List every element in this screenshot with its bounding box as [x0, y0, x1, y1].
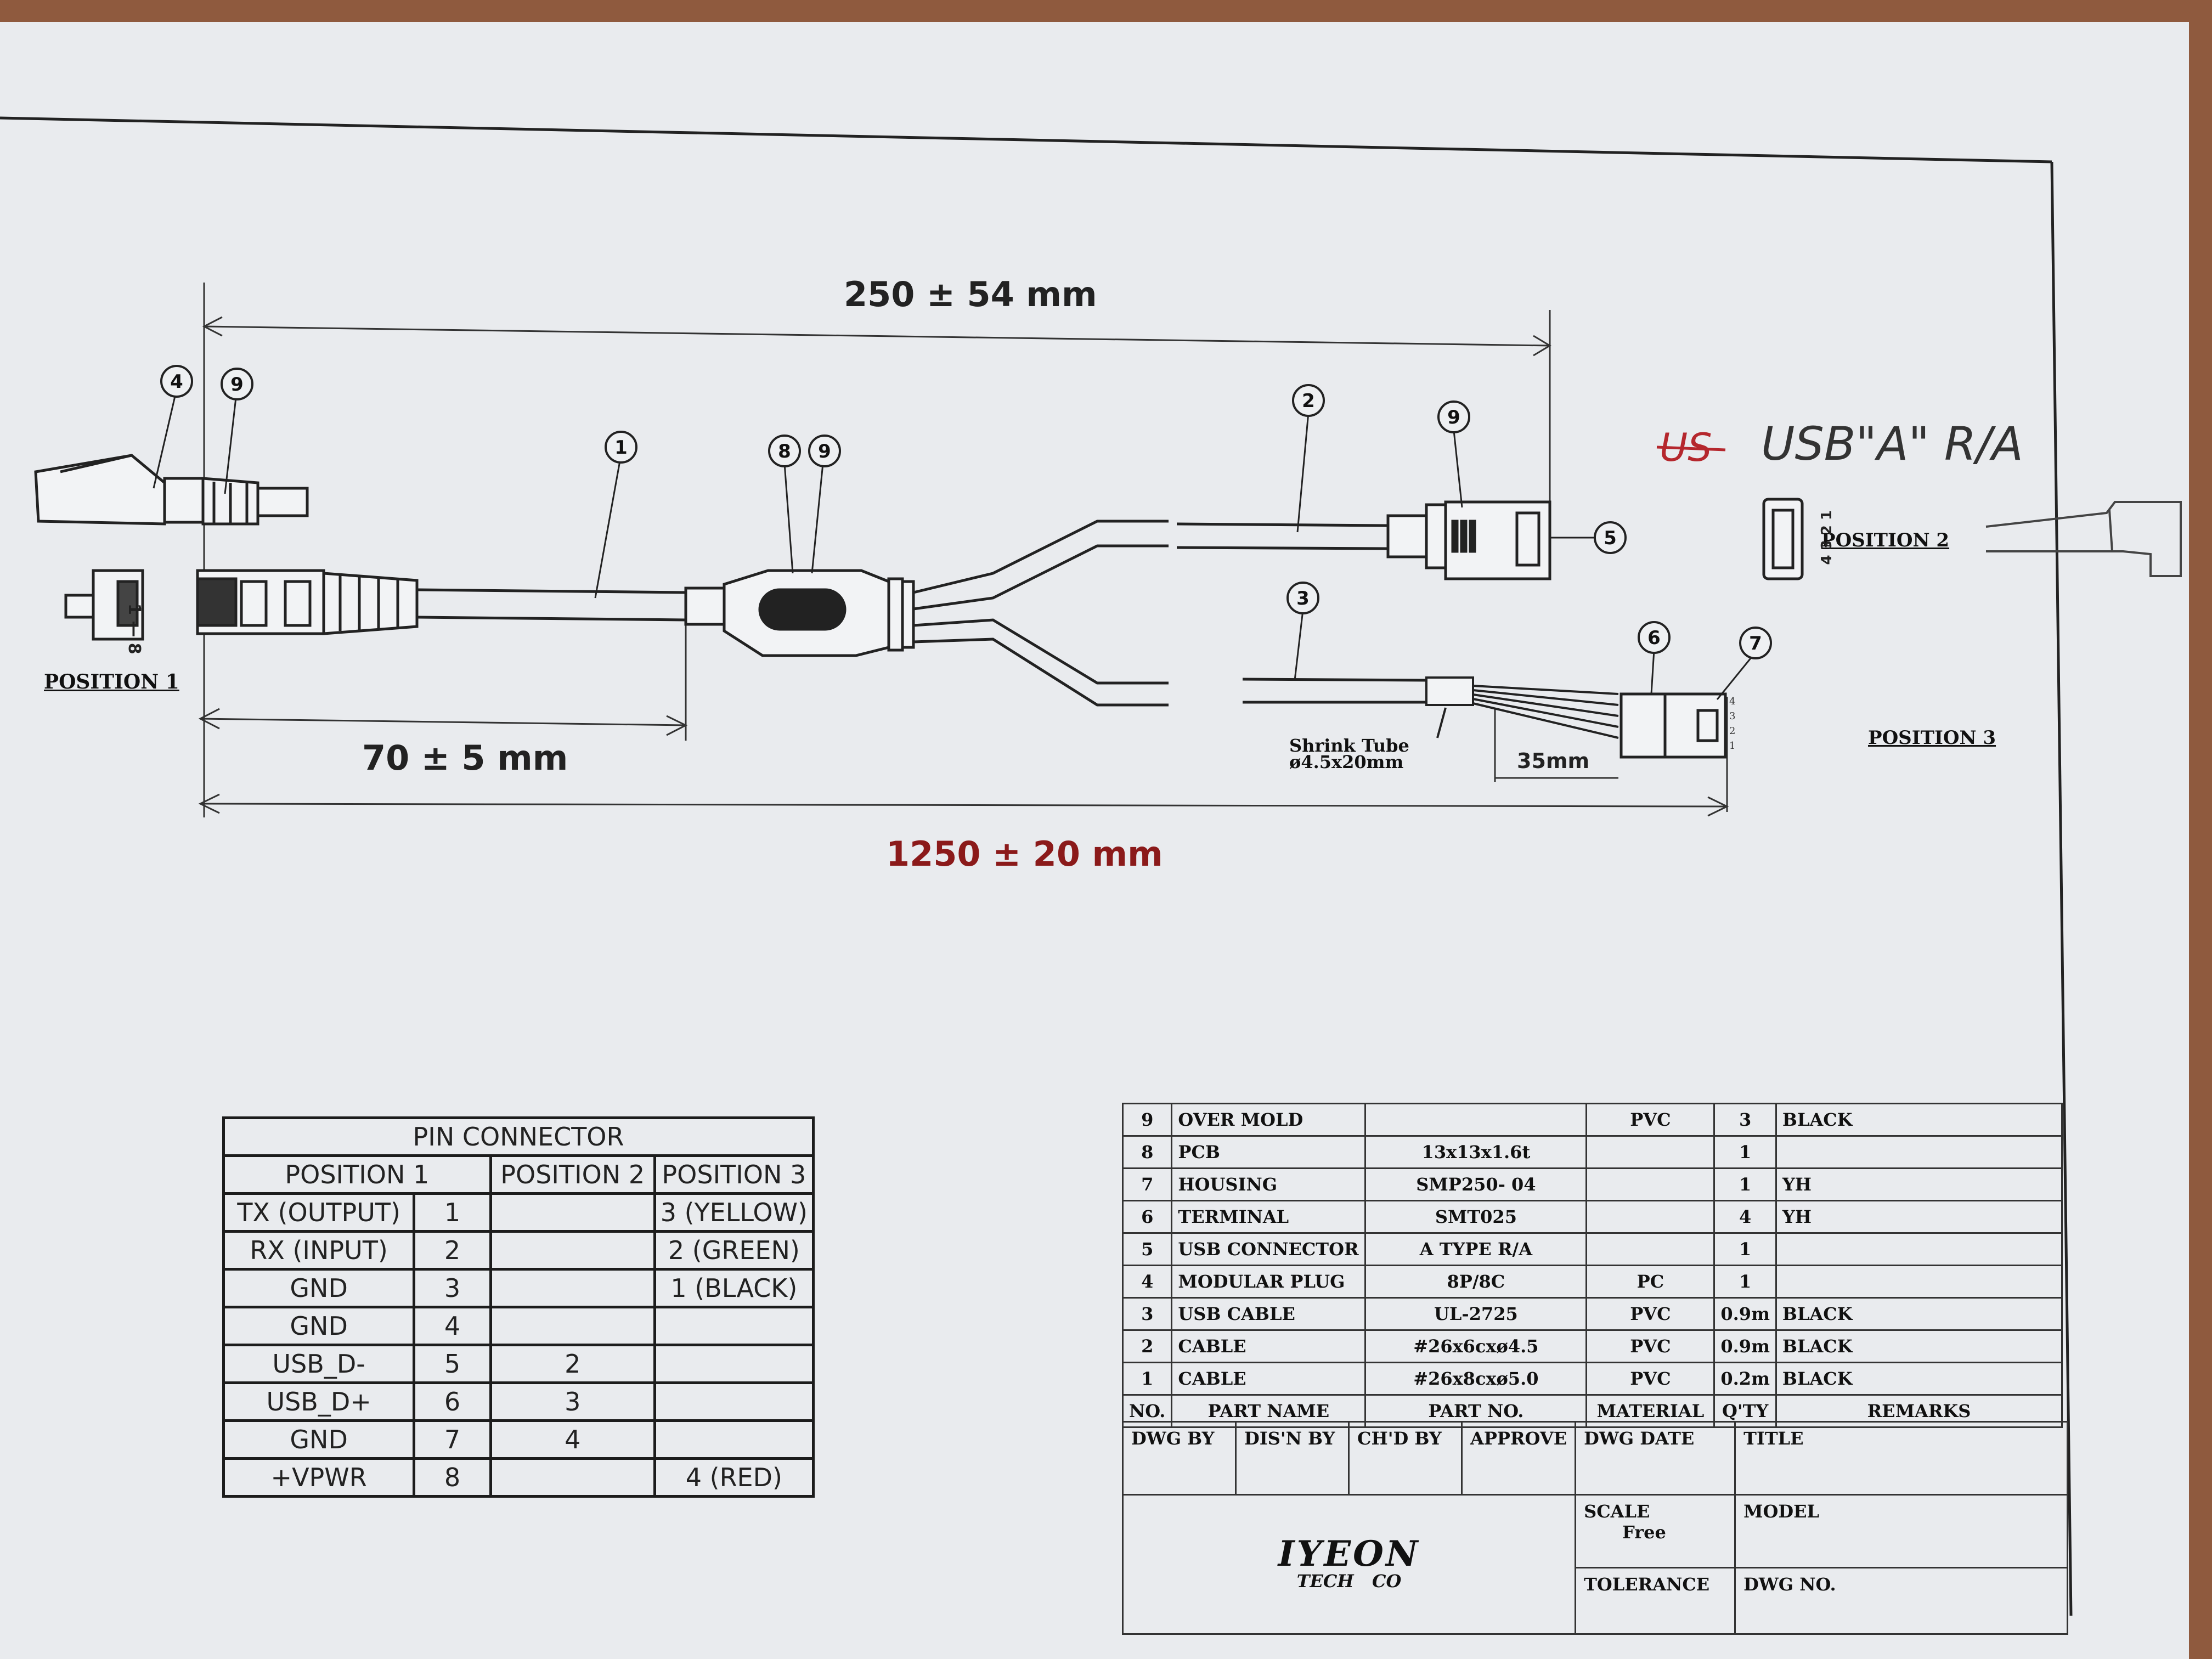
table-row: 5 USB CONNECTOR A TYPE R/A 1	[1121, 1232, 2063, 1266]
callout-6	[1638, 621, 1671, 654]
table-row: 9 OVER MOLD PVC 3 BLACK	[1121, 1103, 2063, 1137]
dwg-no-cell: DWG NO.	[1734, 1567, 2068, 1635]
position2-label: POSITION 2	[1821, 529, 1950, 551]
header-pin-numbers: 4 3 2 1	[1729, 696, 1736, 752]
table-row: USB_D- 5 2	[222, 1344, 815, 1384]
dim-overall-text: 1250 ± 20 mm	[886, 834, 1163, 874]
title-block: DWG BY DIS'N BY CH'D BY APPROVE DWG DATE…	[1121, 1421, 2068, 1635]
svg-text:3: 3	[1296, 588, 1310, 610]
chd-by-cell: CH'D BY	[1348, 1421, 1463, 1496]
callout-7	[1739, 627, 1772, 659]
dim-left-text: 70 ± 5 mm	[362, 738, 568, 778]
dim-line-overall	[200, 803, 1728, 808]
shrink-tube-drawing	[1425, 676, 1619, 739]
dsn-by-cell: DIS'N BY	[1235, 1421, 1350, 1496]
table-row: GND 3 1 (BLACK)	[222, 1268, 815, 1308]
usb-connector-drawing	[1386, 500, 1551, 580]
callout-9b	[808, 435, 841, 467]
usb-pin-numbers: 4 3 2 1	[1819, 510, 1835, 565]
dwg-by-cell: DWG BY	[1122, 1421, 1237, 1496]
usb-note-handwriting: USB"A" R/A	[1761, 417, 2023, 471]
callout-9a	[221, 368, 253, 400]
modular-plug-side	[34, 454, 309, 526]
usb-sketch	[1985, 501, 2182, 577]
callout-4	[160, 365, 193, 398]
table-row: 1 CABLE #26x8cxø5.0 PVC 0.2m BLACK	[1121, 1362, 2063, 1396]
pin-range-label: 1 — 8	[125, 603, 144, 654]
callout-circles: 4 9 1 8 9 2 9 5 3 6 7	[160, 365, 1772, 659]
table-row: RX (INPUT) 2 2 (GREEN)	[222, 1230, 815, 1271]
svg-text:4: 4	[170, 371, 183, 393]
modular-plug-main	[196, 569, 419, 635]
position3-label: POSITION 3	[1868, 727, 1996, 749]
callout-1	[605, 431, 637, 464]
svg-text:1: 1	[614, 437, 628, 459]
company-cell: IYEON TECH CO	[1121, 1494, 1577, 1635]
housing-drawing	[1620, 692, 1727, 759]
dim-line-left	[200, 718, 686, 726]
svg-text:7: 7	[1749, 633, 1762, 654]
svg-text:9: 9	[230, 374, 244, 396]
shrink-tube-label: Shrink Tube ø4.5x20mm	[1289, 735, 1409, 772]
model-cell: MODEL	[1734, 1494, 2068, 1568]
tolerance-cell: TOLERANCE	[1575, 1567, 1736, 1635]
overmold	[684, 569, 915, 657]
callout-5	[1594, 521, 1627, 554]
table-row: 6 TERMINAL SMT025 4 YH	[1121, 1200, 2063, 1234]
svg-text:9: 9	[1447, 407, 1460, 428]
table-row: 3 USB CABLE UL-2725 PVC 0.9m BLACK	[1121, 1297, 2063, 1331]
table-row: TX (OUTPUT) 1 3 (YELLOW)	[222, 1192, 815, 1233]
callout-2	[1292, 384, 1325, 417]
table-row: GND 7 4	[222, 1419, 815, 1460]
pin-header-position1: POSITION 1	[222, 1154, 492, 1195]
dim-terminal-text: 35mm	[1517, 749, 1590, 773]
svg-text:6: 6	[1647, 627, 1661, 649]
main-cable	[416, 588, 686, 622]
table-row: GND 4	[222, 1306, 815, 1346]
struck-handwriting: US	[1660, 425, 1712, 470]
pin-table-title-row: PIN CONNECTOR	[222, 1116, 815, 1157]
svg-text:2: 2	[1302, 390, 1315, 412]
split-cables	[913, 520, 1427, 707]
pin-connector-table: PIN CONNECTOR POSITION 1 POSITION 2 POSI…	[222, 1116, 815, 1498]
svg-text:8: 8	[778, 441, 791, 462]
table-row: +VPWR 8 4 (RED)	[222, 1457, 815, 1498]
callout-8	[768, 435, 801, 467]
approve-cell: APPROVE	[1460, 1421, 1577, 1496]
modular-plug-front	[64, 569, 144, 641]
pin-table-header-row: POSITION 1 POSITION 2 POSITION 3	[222, 1154, 815, 1195]
table-row: USB_D+ 6 3	[222, 1381, 815, 1422]
bom-table: 9 OVER MOLD PVC 3 BLACK 8 PCB 13x13x1.6t…	[1121, 1103, 2063, 1428]
position1-label: POSITION 1	[44, 670, 179, 693]
table-row: 2 CABLE #26x6cxø4.5 PVC 0.9m BLACK	[1121, 1329, 2063, 1363]
pin-header-position3: POSITION 3	[653, 1154, 815, 1195]
callout-3	[1286, 582, 1319, 614]
pin-header-position2: POSITION 2	[489, 1154, 656, 1195]
company-logo: IYEON	[1278, 1533, 1420, 1575]
svg-text:5: 5	[1604, 527, 1617, 549]
table-row: 7 HOUSING SMP250- 04 1 YH	[1121, 1167, 2063, 1201]
callout-9c	[1437, 400, 1470, 433]
dwg-date-cell: DWG DATE	[1575, 1421, 1736, 1496]
dim-line-top	[204, 325, 1550, 347]
table-row: 4 MODULAR PLUG 8P/8C PC 1	[1121, 1265, 2063, 1299]
company-sub: TECH CO	[1296, 1570, 1402, 1592]
scale-cell: SCALE Free	[1575, 1494, 1736, 1568]
border-top	[0, 116, 2052, 163]
pin-table-title: PIN CONNECTOR	[222, 1116, 815, 1157]
table-row: 8 PCB 13x13x1.6t 1	[1121, 1135, 2063, 1169]
usb-position2-drawing	[1762, 498, 1804, 580]
svg-text:9: 9	[818, 441, 831, 462]
dim-top-text: 250 ± 54 mm	[844, 274, 1097, 314]
border-right	[2050, 161, 2073, 1616]
title-cell: TITLE	[1734, 1421, 2068, 1496]
